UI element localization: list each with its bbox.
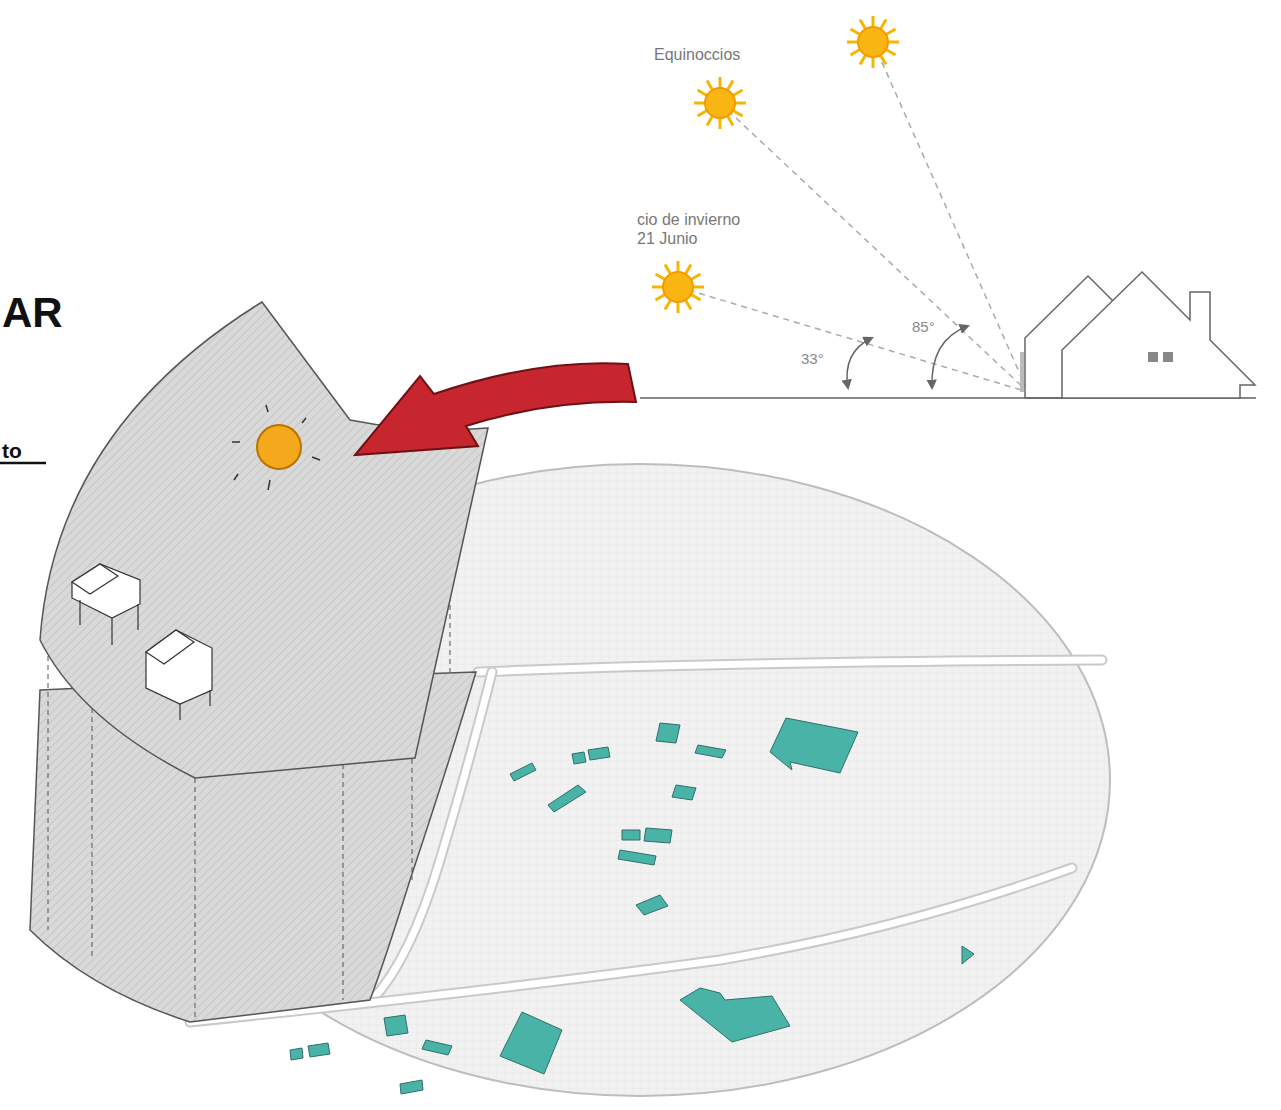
illustration-part [548,785,586,812]
illustration-part [962,946,974,964]
illustration-part [1163,352,1173,362]
illustration-part [268,480,270,490]
illustration-part [478,660,1102,672]
illustration-part [384,1015,408,1036]
illustration-part [500,1012,562,1074]
illustration-part [72,564,140,618]
illustration-part [234,474,238,480]
illustration-part [111,618,112,645]
illustration-part [672,785,696,800]
illustration-part [1025,272,1255,398]
illustration-part [400,1080,423,1094]
illustration-part [48,620,49,930]
illustration-part [932,326,968,388]
illustration-part [302,418,306,423]
illustration-part [873,42,1028,392]
pointer-arrow [355,363,636,455]
angle-label: 33° [799,350,826,368]
illustration-part [622,830,640,840]
illustration-part [266,405,268,412]
illustration-part [656,723,680,743]
illustration-part [644,828,672,843]
illustration-part [720,103,1028,392]
illustration-part [678,287,1028,392]
illustration-part [1148,352,1158,362]
sun-position-label: Equinoccios [654,45,740,64]
illustration-part [847,338,872,388]
illustration-part [72,564,118,594]
illustration-part [40,302,488,778]
sun-position-label: cio de invierno 21 Junio [637,210,755,248]
illustration-part [72,564,212,720]
heading-underline [0,462,46,465]
illustration-part [209,690,210,706]
illustration-part [680,988,790,1042]
illustration-part [695,745,726,758]
page-title: AR [2,290,63,336]
illustration-part [770,718,858,773]
illustration-part [195,778,196,1020]
illustration-part [232,441,240,443]
elevated-site-plane [40,302,488,778]
illustration-part [1025,397,1062,399]
illustration-part [79,600,80,625]
illustration-part [588,747,610,760]
illustration-part [572,752,586,764]
illustration-part [308,1043,330,1057]
illustration-part [92,690,93,960]
illustration-part [847,326,968,388]
illustration-part [636,895,668,915]
illustration-part [618,850,656,865]
sun-angle-section [640,16,1256,398]
illustration-part [312,457,320,460]
illustration-part [146,630,194,664]
heading-fragment: to [2,438,22,463]
illustration-part [847,16,899,68]
illustration-part [146,630,212,704]
illustration-part [422,1040,452,1055]
illustration-part [137,604,138,630]
illustration-part [1020,352,1024,392]
illustration-part [652,261,704,313]
illustration-part [290,1048,303,1060]
angle-label: 85° [910,318,937,336]
illustration-part [510,763,536,781]
illustration-part [343,764,344,1000]
illustration-part [694,77,746,129]
illustration-part [478,660,1102,672]
illustration-part [257,425,301,469]
illustration-part [1062,272,1255,398]
illustration-part [232,405,320,490]
illustration-part [179,704,180,720]
